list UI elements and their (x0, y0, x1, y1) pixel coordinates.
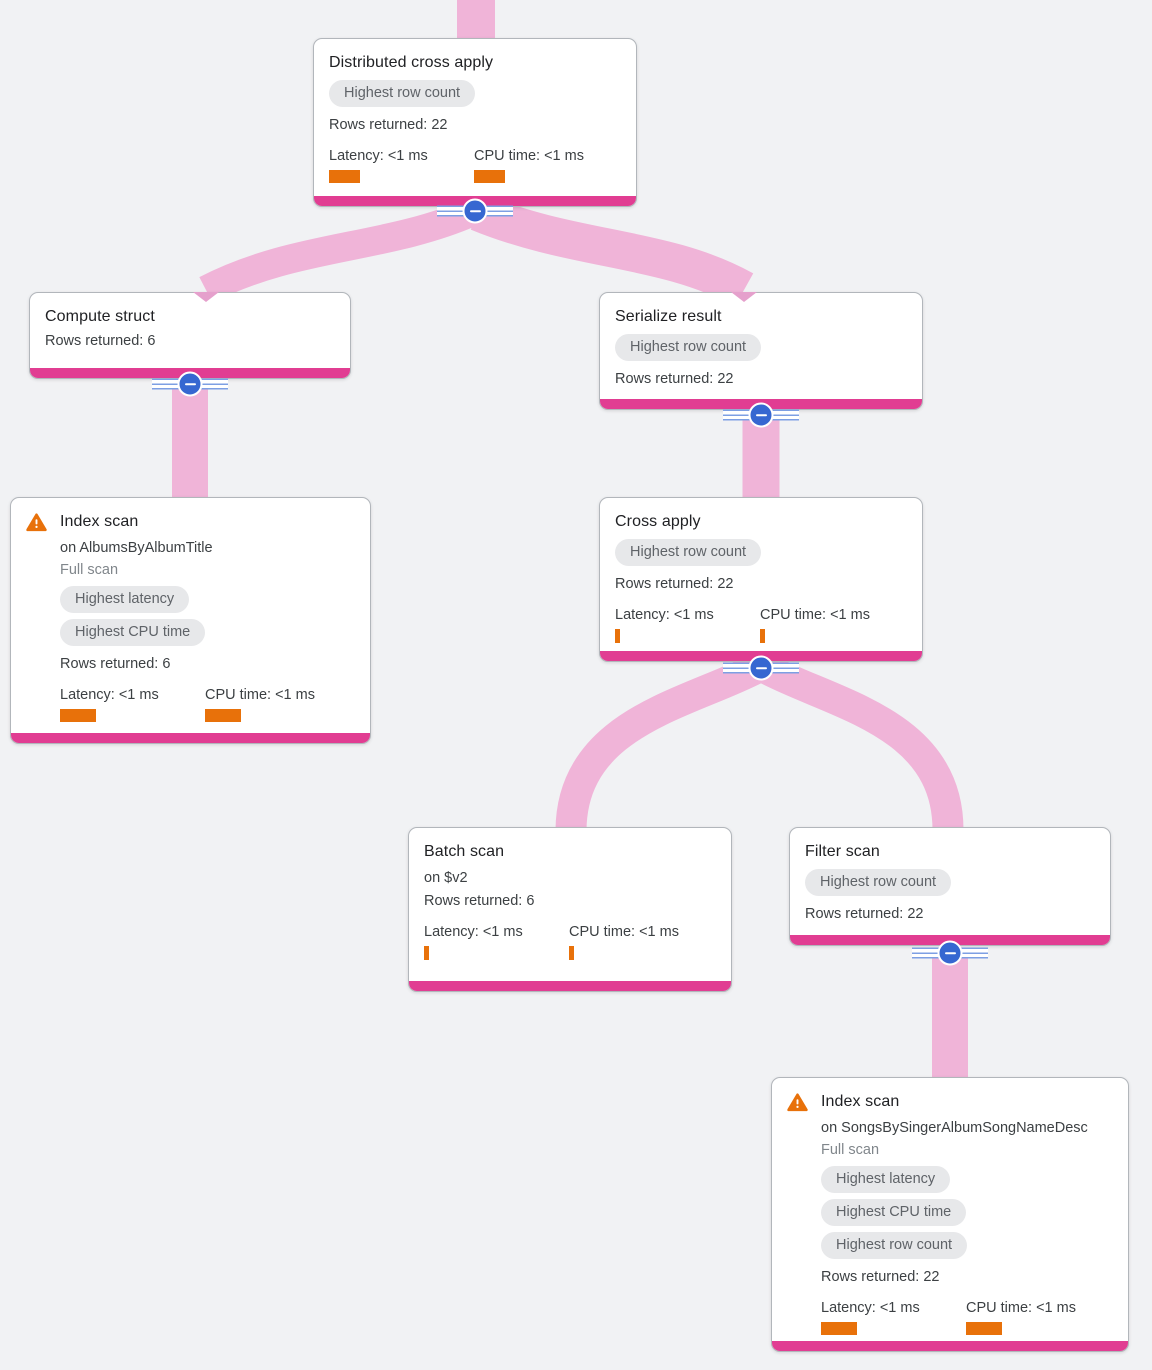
latency-label: Latency: <1 ms (821, 1300, 920, 1316)
latency-label: Latency: <1 ms (424, 924, 523, 940)
link-cross-to-filter-scan (757, 654, 964, 831)
collapse-button-serialize-result[interactable] (723, 402, 799, 428)
cpu-time-bar (966, 1322, 1002, 1335)
node-title: Cross apply (615, 513, 701, 530)
cpu-time-label: CPU time: <1 ms (760, 607, 870, 623)
latency-label: Latency: <1 ms (615, 607, 714, 623)
node-index-scan-songs[interactable]: Index scan on SongsBySingerAlbumSongName… (771, 1077, 1129, 1352)
cpu-time-bar (205, 709, 241, 722)
scan-type: Full scan (821, 1142, 880, 1158)
rows-returned: Rows returned: 22 (805, 906, 924, 922)
link-cross-to-batch-scan (555, 654, 765, 831)
scan-target: on SongsBySingerAlbumSongNameDesc (821, 1120, 1088, 1136)
collapse-button-distributed-cross-apply[interactable] (437, 198, 513, 224)
node-title: Index scan (60, 513, 139, 530)
node-serialize-result[interactable]: Serialize result Highest row count Rows … (599, 292, 923, 410)
cpu-time-label: CPU time: <1 ms (474, 148, 584, 164)
collapse-button-cross-apply[interactable] (723, 655, 799, 681)
node-title: Index scan (821, 1093, 900, 1110)
warning-triangle-icon (787, 1092, 808, 1111)
cpu-time-label: CPU time: <1 ms (569, 924, 679, 940)
rows-returned: Rows returned: 22 (821, 1269, 940, 1285)
node-title: Serialize result (615, 308, 722, 325)
rows-returned: Rows returned: 6 (45, 333, 156, 349)
badge-highest-latency: Highest latency (821, 1166, 951, 1193)
badge-highest-row-count: Highest row count (821, 1232, 968, 1259)
minus-icon (937, 940, 963, 966)
node-distributed-cross-apply[interactable]: Distributed cross apply Highest row coun… (313, 38, 637, 207)
link-arrowhead (193, 292, 219, 302)
latency-label: Latency: <1 ms (60, 687, 159, 703)
collapse-button-filter-scan[interactable] (912, 940, 988, 966)
warning-triangle-icon (26, 512, 47, 531)
node-title: Batch scan (424, 843, 505, 860)
minus-icon (748, 402, 774, 428)
cpu-time-label: CPU time: <1 ms (205, 687, 315, 703)
node-title: Distributed cross apply (329, 54, 494, 71)
rows-returned: Rows returned: 6 (424, 893, 535, 909)
latency-bar (821, 1322, 857, 1335)
latency-label: Latency: <1 ms (329, 148, 428, 164)
latency-bar (60, 709, 96, 722)
scan-type: Full scan (60, 562, 119, 578)
node-filter-scan[interactable]: Filter scan Highest row count Rows retur… (789, 827, 1111, 946)
node-accent-bar (409, 981, 731, 991)
minus-icon (462, 198, 488, 224)
node-accent-bar (772, 1341, 1128, 1351)
link-top-to-serialize-result (470, 194, 754, 307)
rows-returned: Rows returned: 6 (60, 656, 171, 672)
rows-returned: Rows returned: 22 (329, 117, 448, 133)
node-accent-bar (790, 935, 1110, 945)
latency-bar (329, 170, 360, 183)
rows-returned: Rows returned: 22 (615, 371, 734, 387)
minus-icon (177, 371, 203, 397)
scan-target: on AlbumsByAlbumTitle (60, 540, 213, 556)
node-compute-struct[interactable]: Compute struct Rows returned: 6 (29, 292, 351, 379)
minus-icon (748, 655, 774, 681)
badge-highest-row-count: Highest row count (615, 539, 762, 566)
link-arrowhead (731, 292, 757, 302)
cpu-time-bar (474, 170, 505, 183)
badge-highest-row-count: Highest row count (805, 869, 952, 896)
rows-returned: Rows returned: 22 (615, 576, 734, 592)
link-top-to-compute-struct (199, 198, 478, 303)
node-title: Compute struct (45, 308, 155, 325)
badge-highest-latency: Highest latency (60, 586, 190, 613)
node-index-scan-albums[interactable]: Index scan on AlbumsByAlbumTitle Full sc… (10, 497, 371, 744)
cpu-time-bar (569, 946, 574, 960)
cpu-time-bar (760, 629, 765, 643)
badge-highest-row-count: Highest row count (615, 334, 762, 361)
node-title: Filter scan (805, 843, 880, 860)
badge-highest-cpu-time: Highest CPU time (60, 619, 206, 646)
badge-highest-row-count: Highest row count (329, 80, 476, 107)
badge-highest-cpu-time: Highest CPU time (821, 1199, 967, 1226)
node-cross-apply[interactable]: Cross apply Highest row count Rows retur… (599, 497, 923, 662)
latency-bar (615, 629, 620, 643)
node-batch-scan[interactable]: Batch scan on $v2 Rows returned: 6 Laten… (408, 827, 732, 992)
latency-bar (424, 946, 429, 960)
scan-target: on $v2 (424, 870, 468, 886)
cpu-time-label: CPU time: <1 ms (966, 1300, 1076, 1316)
node-accent-bar (11, 733, 370, 743)
collapse-button-compute-struct[interactable] (152, 371, 228, 397)
